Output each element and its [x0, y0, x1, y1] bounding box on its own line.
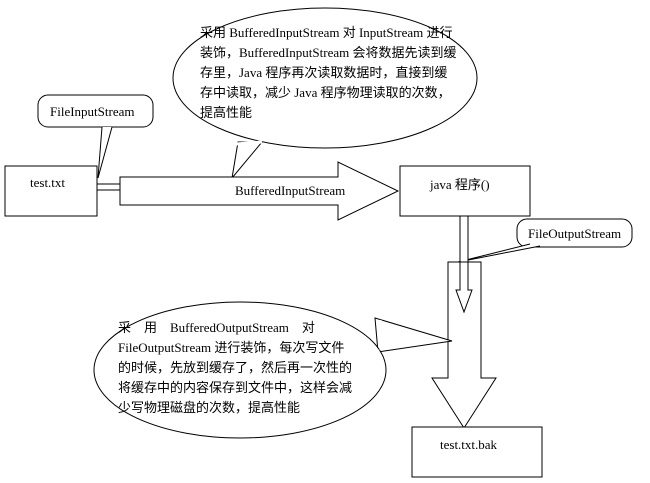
output-note-bubble-body — [93, 301, 387, 439]
source-file-label: test.txt — [30, 175, 66, 190]
input-note-text: 采用 BufferedInputStream 对 InputStream 进行 … — [200, 23, 468, 123]
output-note-line: 将缓存中的内容保存到文件中，这样会减 — [118, 380, 353, 395]
input-note-line: 存里，Java 程序再次读取数据时，直接到缓 — [200, 65, 448, 80]
output-note-line: FileOutputStream 进行装饰，每次写文件 — [118, 340, 345, 355]
target-file-label: test.txt.bak — [440, 437, 498, 452]
source-file-box — [4, 165, 98, 217]
buffered-output-stream-arrow — [431, 261, 497, 429]
file-output-stream-label: FileOutputStream — [528, 226, 622, 241]
program-label: java 程序() — [430, 177, 490, 192]
output-note-line: 采 用 BufferedOutputStream 对 — [118, 320, 315, 335]
output-note-line: 的时候，先放到缓存了，然后再一次性的 — [118, 360, 353, 375]
input-note-line: 存中读取，减少 Java 程序物理读取的次数， — [200, 85, 451, 100]
buffered-input-stream-label: BufferedInputStream — [235, 183, 346, 198]
input-note-line: 采用 BufferedInputStream 对 InputStream 进行 — [200, 25, 453, 40]
input-note-bubble-body — [172, 7, 478, 149]
output-note-bubble — [374, 317, 453, 353]
target-file-box — [411, 426, 543, 478]
input-note-line: 提高性能 — [200, 105, 253, 120]
buffered-input-stream-arrow — [119, 161, 400, 221]
output-note-text: 采 用 BufferedOutputStream 对 FileOutputStr… — [118, 318, 358, 418]
file-input-stream-label: FileInputStream — [50, 104, 135, 119]
output-note-line: 少写物理磁盘的次数，提高性能 — [118, 400, 301, 415]
file-output-stream-callout — [516, 218, 633, 248]
input-note-bubble — [231, 141, 264, 180]
input-note-line: 装饰，BufferedInputStream 会将数据先读到缓 — [200, 45, 457, 60]
file-input-stream-callout — [37, 94, 154, 128]
